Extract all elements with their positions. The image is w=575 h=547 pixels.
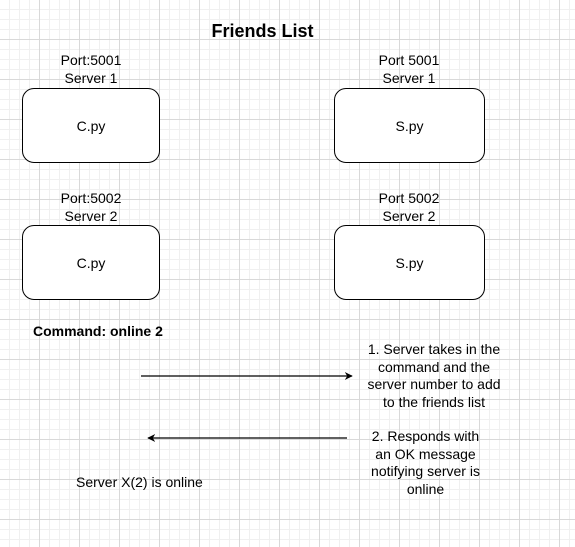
step1-note: 1. Server takes in the command and the s… xyxy=(367,341,501,410)
server1-port-label: Port 5001 xyxy=(378,52,440,68)
client2-server-label: Server 2 xyxy=(64,208,118,224)
command-label: Command: online 2 xyxy=(33,323,163,339)
server2-box: S.py xyxy=(334,225,485,300)
server2-server-label: Server 2 xyxy=(382,208,436,224)
client2-file-label: C.py xyxy=(76,254,106,271)
client2-port-label: Port:5002 xyxy=(60,190,122,206)
server2-port-label: Port 5002 xyxy=(378,190,440,206)
server1-box: S.py xyxy=(334,88,485,163)
server1-file-label: S.py xyxy=(395,117,424,134)
server1-server-label: Server 1 xyxy=(382,70,436,86)
client1-port-label: Port:5001 xyxy=(60,52,122,68)
server2-file-label: S.py xyxy=(395,254,424,271)
client1-server-label: Server 1 xyxy=(64,70,118,86)
diagram-title: Friends List xyxy=(211,21,314,41)
status-message: Server X(2) is online xyxy=(76,474,203,490)
client1-file-label: C.py xyxy=(76,117,106,134)
client2-box: C.py xyxy=(22,225,160,300)
step2-note: 2. Responds with an OK message notifying… xyxy=(371,428,480,497)
client1-box: C.py xyxy=(22,88,160,163)
